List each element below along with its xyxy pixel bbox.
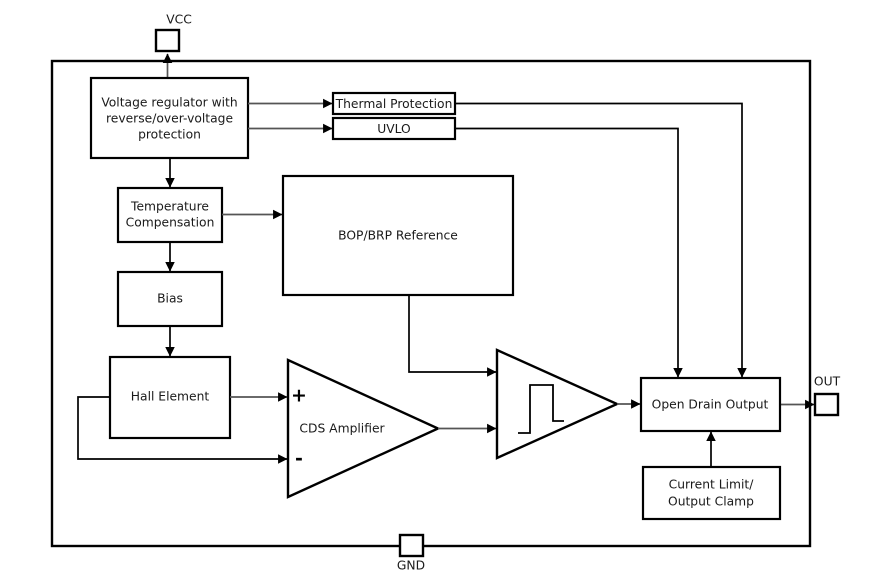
wire-uvlo-to-open-drain — [455, 127, 683, 378]
gnd-pad-label: GND — [397, 559, 425, 573]
out-pad — [813, 392, 840, 417]
voltage-regulator-label-line3: protection — [138, 128, 201, 142]
vcc-pad-label: VCC — [166, 13, 192, 27]
bias-label: Bias — [157, 292, 183, 306]
open-drain-output-block[interactable] — [639, 376, 782, 433]
uvlo-label: UVLO — [377, 122, 411, 136]
gnd-pad — [398, 533, 425, 558]
ic-outline — [50, 59, 812, 548]
cds-amplifier-label: CDS Amplifier — [299, 422, 385, 436]
voltage-regulator-label-line1: Voltage regulator with — [101, 96, 237, 110]
cds-amplifier-block[interactable] — [286, 358, 441, 499]
cds-amplifier-plus-input-label: + — [291, 385, 307, 407]
wire-bop-to-comparator — [408, 295, 497, 377]
comparator-block[interactable] — [495, 348, 620, 460]
voltage-regulator-block[interactable] — [89, 76, 250, 160]
open-drain-output-label: Open Drain Output — [652, 398, 769, 412]
temperature-compensation-label-line2: Compensation — [126, 216, 215, 230]
vcc-pad — [154, 28, 181, 53]
bop-brp-reference-label: BOP/BRP Reference — [338, 229, 458, 243]
thermal-protection-label: Thermal Protection — [335, 97, 453, 111]
hysteresis-icon — [518, 384, 564, 434]
hall-element-label: Hall Element — [131, 390, 210, 404]
voltage-regulator-label-line2: reverse/over-voltage — [106, 112, 233, 126]
current-limit-label-line1: Current Limit/ — [669, 478, 755, 492]
wire-hall-feedback-to-cds-minus — [77, 396, 288, 464]
bop-brp-reference-block[interactable] — [281, 174, 515, 297]
temperature-compensation-block[interactable] — [116, 186, 224, 244]
temperature-compensation-label-line1: Temperature — [130, 200, 209, 214]
out-pad-label: OUT — [814, 375, 841, 389]
cds-amplifier-minus-input-label: - — [295, 448, 303, 470]
wire-thermal-to-open-drain — [455, 102, 747, 378]
bias-block[interactable] — [116, 270, 224, 328]
current-limit-output-clamp-block[interactable] — [641, 465, 782, 521]
current-limit-label-line2: Output Clamp — [668, 495, 754, 509]
